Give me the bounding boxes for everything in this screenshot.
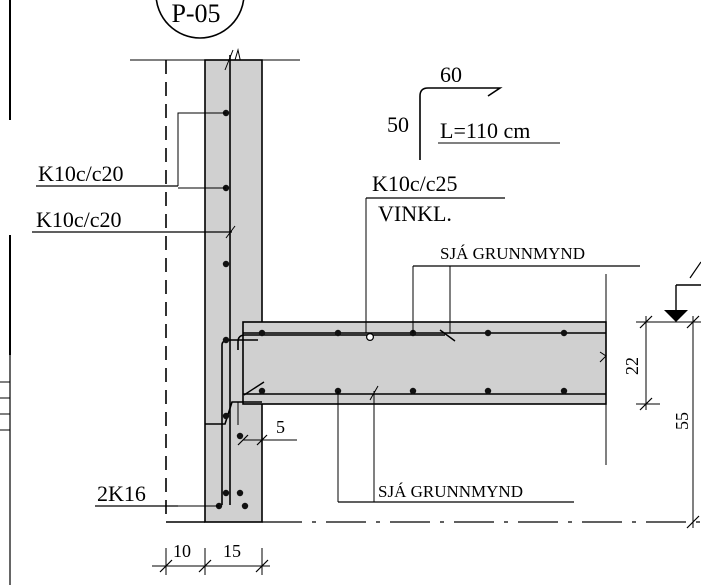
rebar-dot bbox=[484, 387, 492, 395]
concrete-wall bbox=[204, 59, 263, 523]
rebar-dot bbox=[222, 489, 230, 497]
dim-wall-text: 15 bbox=[223, 541, 241, 561]
slab-rebar bbox=[237, 329, 606, 396]
rebar-dot bbox=[222, 260, 230, 268]
rebar-dot bbox=[334, 329, 342, 337]
bent-bar-shape: 60 50 L=110 cm bbox=[387, 62, 560, 160]
wall-horizontal-bars-label: K10c/c20 bbox=[38, 161, 124, 186]
bent-bar-leg-vertical: 50 bbox=[387, 112, 409, 137]
rebar-dot bbox=[560, 387, 568, 395]
rebar-dots bbox=[215, 109, 568, 510]
see-plan-top-label: SJÁ GRUNNMYND bbox=[440, 244, 585, 263]
dim-bottom: 10 15 bbox=[152, 541, 270, 575]
angle-bar-label: K10c/c25 bbox=[372, 171, 458, 196]
dim-slab-text: 22 bbox=[622, 357, 642, 375]
rebar-dot bbox=[258, 387, 266, 395]
rebar-dot bbox=[409, 387, 417, 395]
wall-vertical-bars-label: K10c/c20 bbox=[36, 207, 122, 232]
detail-marker: P-05 bbox=[155, 0, 245, 39]
sheet-border-fragments bbox=[0, 0, 11, 585]
bent-bar-length: L=110 cm bbox=[440, 118, 530, 143]
dim-depth-text: 55 bbox=[672, 412, 692, 430]
rebar-dot bbox=[560, 329, 568, 337]
level-marker-triangle bbox=[664, 310, 688, 322]
rebar-dot bbox=[222, 412, 230, 420]
dim-offset: 5 bbox=[237, 417, 297, 446]
rebar-dot bbox=[241, 502, 249, 510]
rebar-dot bbox=[484, 329, 492, 337]
angle-bar-type-label: VINKL. bbox=[378, 201, 452, 226]
rebar-dot bbox=[222, 336, 230, 344]
dim-offset-text: 5 bbox=[276, 417, 285, 437]
bent-bar-leg-horizontal: 60 bbox=[440, 62, 462, 87]
dim-insulation-text: 10 bbox=[173, 541, 191, 561]
rebar-dot bbox=[236, 432, 244, 440]
detail-marker-circle bbox=[155, 0, 245, 39]
rebar-dot-open bbox=[366, 333, 375, 342]
slab-break-mark bbox=[599, 351, 607, 363]
dim-right: 22 55 bbox=[622, 261, 701, 529]
rebar-dot bbox=[258, 329, 266, 337]
detail-marker-text: P-05 bbox=[171, 0, 220, 28]
rebar-dot bbox=[236, 489, 244, 497]
see-plan-bottom-label: SJÁ GRUNNMYND bbox=[378, 482, 523, 501]
wall-bottom-bars-label: 2K16 bbox=[97, 481, 146, 506]
wall-leaders bbox=[32, 112, 236, 507]
